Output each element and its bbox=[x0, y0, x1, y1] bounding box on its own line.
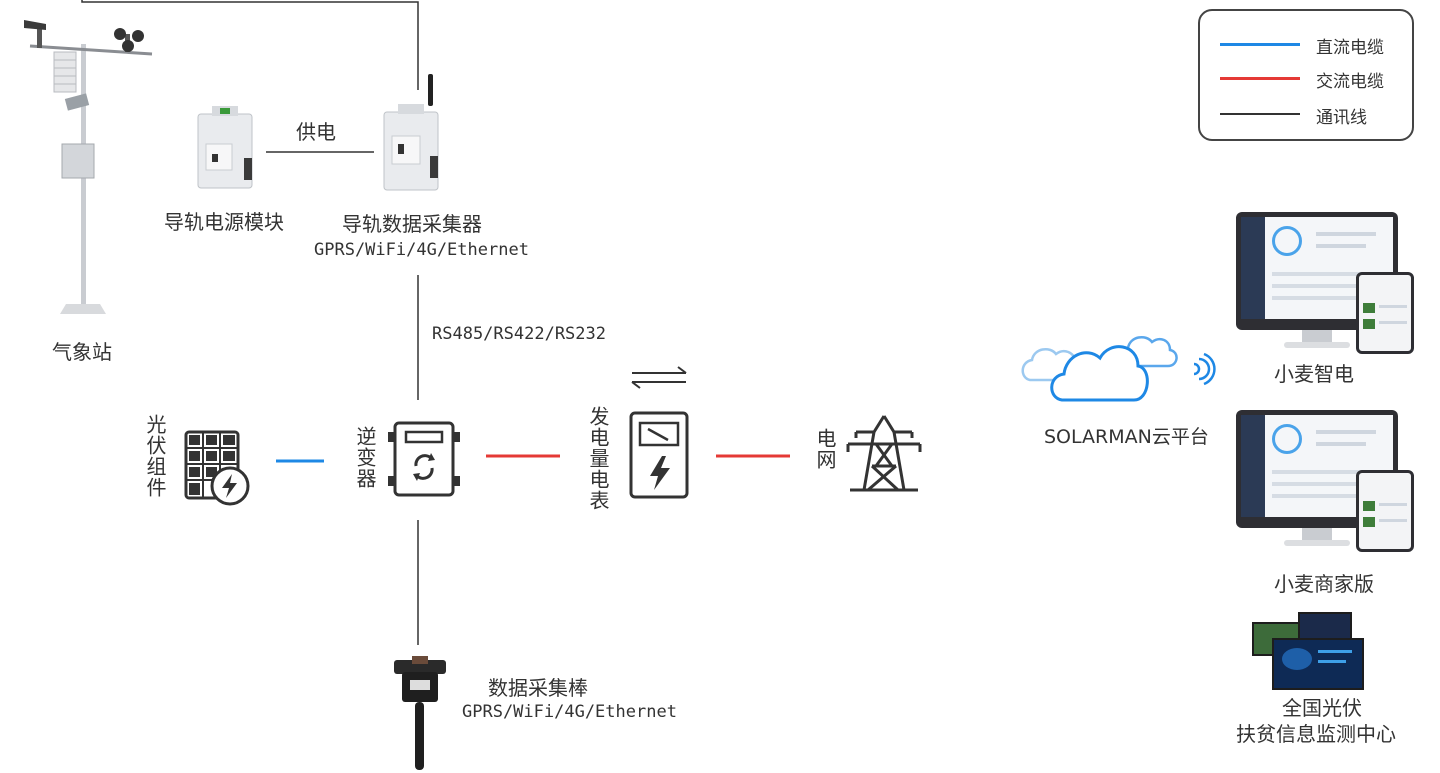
energy-meter-icon bbox=[629, 411, 689, 499]
inverter-icon bbox=[388, 421, 460, 497]
power-tower-icon bbox=[846, 415, 922, 492]
stick-logger-icon bbox=[394, 656, 446, 770]
monitor-center-label-1: 全国光伏 bbox=[1282, 696, 1362, 720]
app-business-label: 小麦商家版 bbox=[1274, 572, 1374, 596]
tablet-screen bbox=[1356, 470, 1414, 552]
device-mockup-business bbox=[1236, 410, 1426, 560]
comm-swatch bbox=[1220, 113, 1300, 115]
power-link-label: 供电 bbox=[296, 120, 336, 144]
legend-label: 交流电缆 bbox=[1316, 72, 1384, 92]
legend-label: 通讯线 bbox=[1316, 108, 1367, 128]
inverter-label: 逆变器 bbox=[353, 426, 377, 489]
comm-line-weather bbox=[81, 0, 419, 90]
monitor-center-label-2: 扶贫信息监测中心 bbox=[1236, 722, 1396, 746]
exchange-arrows-icon bbox=[631, 366, 687, 389]
grid-label: 电网 bbox=[813, 428, 837, 470]
rail-collector-icon bbox=[383, 74, 439, 191]
legend: 直流电缆 交流电缆 通讯线 bbox=[1198, 9, 1414, 141]
weather-station-label: 气象站 bbox=[52, 340, 112, 364]
stick-logger-protocols: GPRS/WiFi/4G/Ethernet bbox=[462, 702, 677, 722]
power-module-label: 导轨电源模块 bbox=[164, 210, 284, 234]
monitor-center-screens bbox=[1252, 612, 1364, 690]
app-smart-label: 小麦智电 bbox=[1274, 362, 1354, 386]
legend-label: 直流电缆 bbox=[1316, 38, 1384, 58]
cloud-label: SOLARMAN云平台 bbox=[1044, 426, 1209, 448]
serial-protocols-label: RS485/RS422/RS232 bbox=[432, 324, 606, 344]
solar-panel-icon bbox=[184, 430, 250, 506]
dc-swatch bbox=[1220, 43, 1300, 46]
rail-collector-protocols: GPRS/WiFi/4G/Ethernet bbox=[314, 240, 529, 260]
tablet-screen bbox=[1356, 272, 1414, 354]
meter-label: 发电量电表 bbox=[586, 406, 610, 511]
rail-collector-label: 导轨数据采集器 bbox=[342, 212, 482, 236]
device-mockup-smart bbox=[1236, 212, 1426, 362]
ac-swatch bbox=[1220, 77, 1300, 80]
weather-station-icon bbox=[24, 20, 153, 314]
stick-logger-label: 数据采集棒 bbox=[488, 676, 588, 700]
cloud-icon bbox=[1021, 335, 1216, 402]
power-module-icon bbox=[197, 106, 253, 189]
pv-module-label: 光伏组件 bbox=[143, 414, 167, 498]
